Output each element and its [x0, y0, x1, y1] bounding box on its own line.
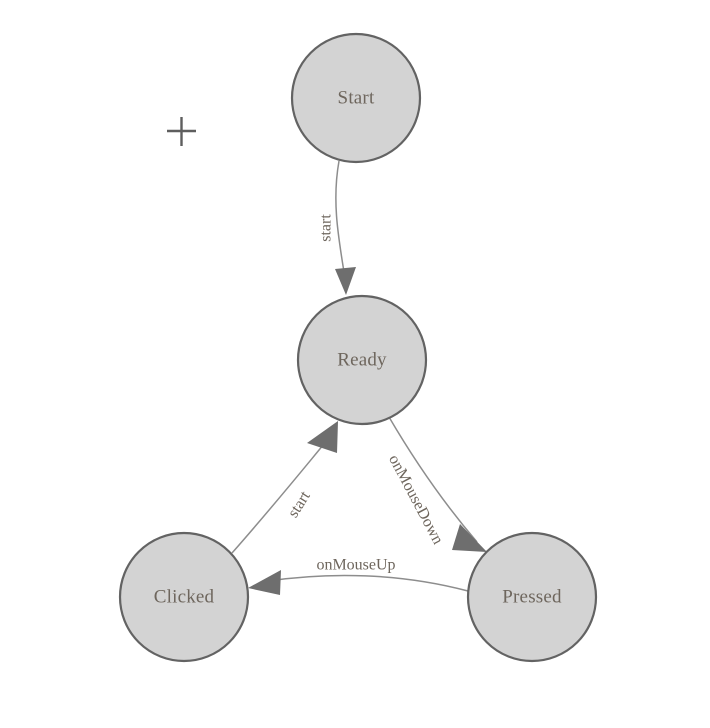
edge-clicked-to-ready-arrowhead	[307, 421, 338, 453]
edge-pressed-to-clicked-path[interactable]	[267, 574, 469, 592]
edge-clicked-to-ready[interactable]: start	[231, 421, 338, 554]
edge-pressed-to-clicked[interactable]: onMouseUp	[248, 557, 469, 595]
edge-label-start-to-ready: start	[318, 214, 335, 242]
edge-label-pressed-to-clicked: onMouseUp	[316, 557, 395, 574]
edge-ready-to-pressed-arrowhead	[452, 524, 487, 552]
edge-pressed-to-clicked-arrowhead	[248, 570, 281, 595]
edge-label-ready-to-pressed: onMouseDown	[385, 452, 446, 547]
node-pressed[interactable]: Pressed	[466, 531, 598, 663]
node-clicked[interactable]: Clicked	[118, 531, 250, 663]
edge-ready-to-pressed[interactable]: onMouseDown	[385, 416, 487, 552]
node-clicked-label: Clicked	[154, 586, 215, 607]
nodes-layer: Start Ready Clicked Pressed	[118, 32, 598, 663]
node-start[interactable]: Start	[290, 32, 422, 164]
node-pressed-circle[interactable]	[466, 531, 598, 663]
node-clicked-circle[interactable]	[118, 531, 250, 663]
node-start-circle[interactable]	[290, 32, 422, 164]
edge-ready-to-pressed-path[interactable]	[388, 416, 478, 543]
edge-start-to-ready-path[interactable]	[335, 160, 345, 273]
node-ready[interactable]: Ready	[296, 294, 428, 426]
node-ready-label: Ready	[337, 349, 387, 370]
edge-start-to-ready[interactable]: start	[318, 160, 356, 295]
node-pressed-label: Pressed	[502, 586, 562, 607]
edge-start-to-ready-arrowhead	[335, 267, 356, 295]
edge-label-clicked-to-ready: start	[285, 488, 314, 521]
crosshair-marker[interactable]	[167, 117, 196, 146]
edge-clicked-to-ready-path[interactable]	[231, 443, 325, 554]
node-start-label: Start	[338, 87, 375, 108]
node-ready-circle[interactable]	[296, 294, 428, 426]
